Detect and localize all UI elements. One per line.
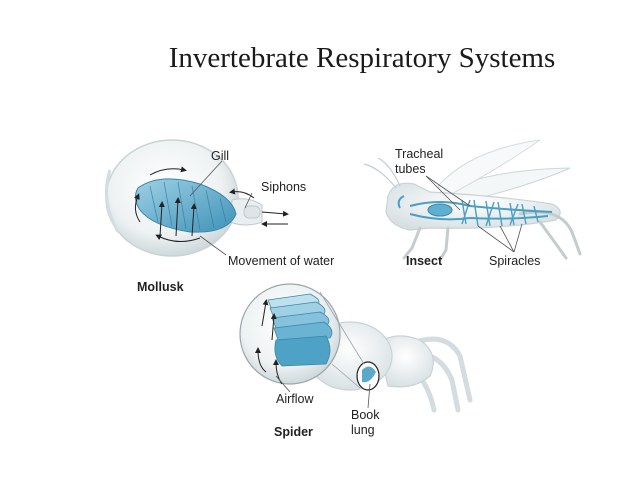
label-spider: Spider (274, 425, 313, 439)
label-siphons: Siphons (261, 180, 307, 194)
label-tracheal-tubes: Tracheal tubes (395, 147, 443, 177)
label-tracheal-line2: tubes (395, 162, 426, 176)
label-book-line2: lung (351, 423, 375, 437)
insect-illustration (363, 139, 582, 262)
water-flow-arrows (134, 166, 289, 242)
label-insect: Insect (406, 254, 443, 268)
label-spiracles: Spiracles (489, 254, 541, 268)
mollusk-illustration (104, 139, 289, 257)
label-book-lung: Book lung (351, 408, 380, 438)
page-title: Invertebrate Respiratory Systems (168, 42, 556, 74)
label-gill: Gill (211, 149, 230, 163)
spider-illustration (239, 283, 473, 413)
airflow-arrows (255, 299, 283, 385)
tracheal-tubes (397, 195, 553, 221)
label-tracheal-line1: Tracheal (395, 147, 444, 161)
label-mollusk: Mollusk (137, 280, 184, 294)
label-movement-of-water: Movement of water (228, 254, 335, 268)
label-airflow: Airflow (276, 392, 314, 406)
label-book-line1: Book (351, 408, 380, 422)
